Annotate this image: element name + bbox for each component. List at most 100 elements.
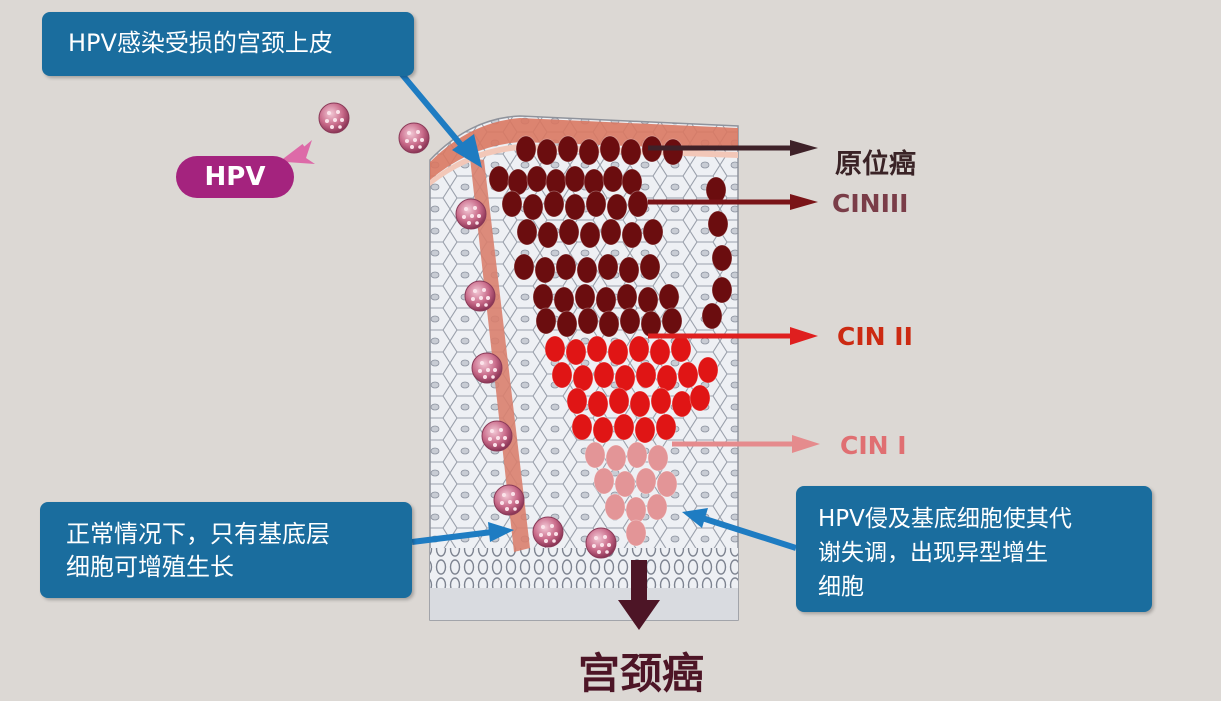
abnormal-cell <box>627 190 649 218</box>
label-cervical-cancer: 宫颈癌 <box>578 649 705 698</box>
abnormal-cell <box>557 135 579 163</box>
abnormal-cell <box>707 210 729 238</box>
abnormal-cell <box>551 361 573 389</box>
abnormal-cell <box>564 165 586 193</box>
abnormal-cell <box>677 361 699 389</box>
abnormal-cell <box>671 390 693 418</box>
callout-pointer-arrows <box>281 70 797 551</box>
abnormal-cell <box>621 221 643 249</box>
abnormal-cell <box>501 190 523 218</box>
abnormal-cell <box>646 493 668 521</box>
abnormal-cell <box>543 190 565 218</box>
abnormal-cell <box>626 441 648 469</box>
label-cin1: CIN I <box>840 431 907 460</box>
callout-hpv-invasion: HPV侵及基底细胞使其代 谢失调，出现异型增生 细胞 <box>796 486 1152 612</box>
abnormal-cell <box>597 253 619 281</box>
abnormal-cell <box>697 356 719 384</box>
abnormal-cell <box>635 467 657 495</box>
abnormal-cell <box>584 441 606 469</box>
abnormal-cell <box>578 138 600 166</box>
abnormal-cell <box>599 135 621 163</box>
label-cin2: CIN II <box>837 322 913 351</box>
abnormal-cell <box>576 256 598 284</box>
basal-layer <box>430 548 738 588</box>
abnormal-cell <box>536 138 558 166</box>
abnormal-cell <box>642 218 664 246</box>
abnormal-cell <box>579 221 601 249</box>
down-arrow-icon <box>618 560 660 630</box>
abnormal-cell <box>585 190 607 218</box>
abnormal-cell <box>635 361 657 389</box>
abnormal-cell <box>556 310 578 338</box>
abnormal-cell <box>526 165 548 193</box>
abnormal-cell <box>595 286 617 314</box>
abnormal-cell <box>650 387 672 415</box>
abnormal-cell <box>564 193 586 221</box>
abnormal-cell <box>604 493 626 521</box>
abnormal-cell <box>711 244 733 272</box>
abnormal-cell <box>577 307 599 335</box>
abnormal-cell <box>705 176 727 204</box>
abnormal-cell <box>614 470 636 498</box>
abnormal-cell <box>618 256 640 284</box>
abnormal-cell <box>634 416 656 444</box>
abnormal-cell <box>534 256 556 284</box>
callout-normal-basal: 正常情况下，只有基底层 细胞可增殖生长 <box>40 502 412 598</box>
abnormal-cell <box>535 307 557 335</box>
callout-text: HPV感染受损的宫颈上皮 <box>68 29 333 57</box>
abnormal-cell <box>619 307 641 335</box>
abnormal-cell <box>625 496 647 524</box>
abnormal-cell <box>593 467 615 495</box>
abnormal-cell <box>593 361 615 389</box>
abnormal-cell <box>572 364 594 392</box>
abnormal-cell <box>606 193 628 221</box>
abnormal-cell <box>656 364 678 392</box>
abnormal-cell <box>661 307 683 335</box>
abnormal-cell <box>701 302 723 330</box>
abnormal-cells <box>488 135 733 547</box>
abnormal-cell <box>532 283 554 311</box>
abnormal-cell <box>608 387 630 415</box>
hpv-tag: HPV <box>176 156 294 198</box>
stroma <box>430 588 738 620</box>
abnormal-cell <box>592 416 614 444</box>
abnormal-cell <box>566 387 588 415</box>
abnormal-cell <box>639 253 661 281</box>
abnormal-cell <box>625 519 647 547</box>
abnormal-cell <box>662 138 684 166</box>
abnormal-cell <box>605 444 627 472</box>
label-carcinoma-in-situ: 原位癌 <box>835 149 916 180</box>
callout-text: 正常情况下，只有基底层 细胞可增殖生长 <box>66 520 330 581</box>
abnormal-cell <box>629 390 651 418</box>
abnormal-cell <box>586 335 608 363</box>
abnormal-cell <box>574 283 596 311</box>
label-cin3: CINIII <box>832 189 909 218</box>
abnormal-cell <box>537 221 559 249</box>
abnormal-cell <box>628 335 650 363</box>
abnormal-cell <box>637 286 659 314</box>
abnormal-cell <box>711 276 733 304</box>
abnormal-cell <box>640 310 662 338</box>
surface-layer <box>430 118 738 180</box>
abnormal-cell <box>544 335 566 363</box>
abnormal-cell <box>553 286 575 314</box>
callout-text: HPV侵及基底细胞使其代 谢失调，出现异型增生 细胞 <box>818 506 1072 600</box>
abnormal-cell <box>602 165 624 193</box>
abnormal-cell <box>689 384 711 412</box>
abnormal-cell <box>614 364 636 392</box>
abnormal-cell <box>616 283 638 311</box>
abnormal-cell <box>607 338 629 366</box>
abnormal-cell <box>515 135 537 163</box>
abnormal-cell <box>565 338 587 366</box>
callout-infected-epithelium: HPV感染受损的宫颈上皮 <box>42 12 414 76</box>
abnormal-cell <box>670 335 692 363</box>
abnormal-cell <box>600 218 622 246</box>
abnormal-cell <box>647 444 669 472</box>
abnormal-cell <box>658 283 680 311</box>
abnormal-cell <box>513 253 535 281</box>
abnormal-cell <box>655 413 677 441</box>
abnormal-cell <box>571 413 593 441</box>
damaged-crack <box>470 158 530 552</box>
abnormal-cell <box>613 413 635 441</box>
